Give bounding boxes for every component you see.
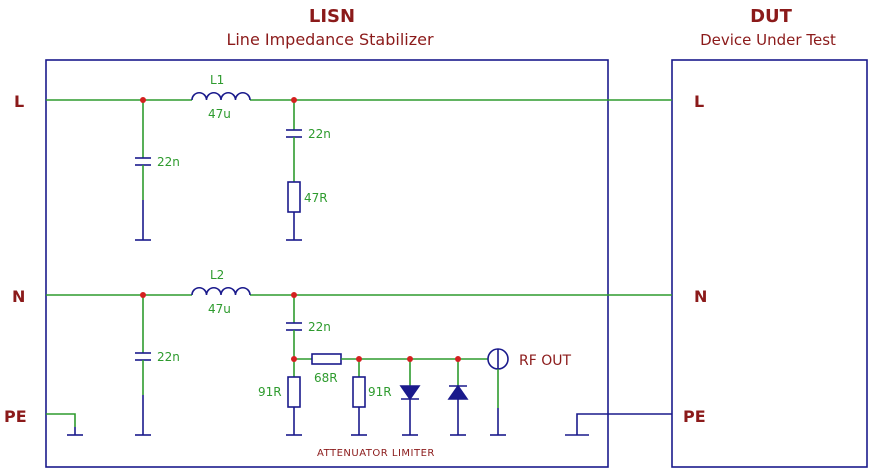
- attenuator-limiter-note: ATTENUATOR LIMITER: [317, 448, 435, 459]
- junction-dot: [356, 356, 362, 362]
- diode-limiter-1: [399, 385, 421, 401]
- diode-limiter-2: [447, 384, 469, 400]
- junction-dot: [140, 292, 146, 298]
- capacitor-l-shunt-value: 22n: [157, 155, 180, 169]
- inductor-l2-name: L2: [210, 268, 224, 282]
- resistor-attn-shunt-value: 91R: [368, 385, 392, 399]
- net-label-left-pe: PE: [4, 407, 27, 426]
- net-label-right-n: N: [694, 287, 707, 306]
- net-label-right-l: L: [694, 92, 704, 111]
- l-line-circuit: L1 47u 22n 22n 47R: [46, 73, 672, 241]
- junction-dot: [291, 292, 297, 298]
- capacitor-n-series-value: 22n: [308, 320, 331, 334]
- resistor-l-value: 47R: [304, 191, 328, 205]
- lisn-subtitle: Line Impedance Stabilizer: [226, 30, 434, 49]
- resistor-attn-series-value: 68R: [314, 371, 338, 385]
- resistor-attn-series: [311, 353, 342, 365]
- resistor-attn-shunt: [352, 376, 366, 408]
- resistor-n-shunt-value: 91R: [258, 385, 282, 399]
- junction-dot: [455, 356, 461, 362]
- inductor-l2-value: 47u: [208, 302, 231, 316]
- rf-out-label: RF OUT: [519, 353, 571, 369]
- junction-dot: [140, 97, 146, 103]
- dut-subtitle: Device Under Test: [700, 31, 836, 49]
- pe-line-circuit: [46, 413, 672, 436]
- net-label-left-l: L: [14, 92, 24, 111]
- dut-title: DUT: [750, 6, 793, 27]
- resistor-n-shunt: [287, 376, 301, 408]
- net-label-left-n: N: [12, 287, 25, 306]
- junction-dot: [291, 97, 297, 103]
- capacitor-n-shunt-value: 22n: [157, 350, 180, 364]
- pe-wire-right: [576, 413, 672, 435]
- inductor-l2: [191, 287, 251, 296]
- junction-dot: [407, 356, 413, 362]
- lisn-title: LISN: [309, 6, 355, 27]
- inductor-l1-name: L1: [210, 73, 224, 87]
- dut-box: [671, 59, 868, 468]
- pe-wire-left: [46, 413, 76, 427]
- capacitor-l-series-value: 22n: [308, 127, 331, 141]
- inductor-l1-value: 47u: [208, 107, 231, 121]
- junction-dot: [291, 356, 297, 362]
- resistor-l: [287, 181, 301, 213]
- net-label-right-pe: PE: [683, 407, 706, 426]
- n-line-circuit: L2 47u 22n 22n 91R 68R 91R: [46, 268, 672, 436]
- lisn-box: [45, 59, 609, 468]
- inductor-l1: [191, 92, 251, 101]
